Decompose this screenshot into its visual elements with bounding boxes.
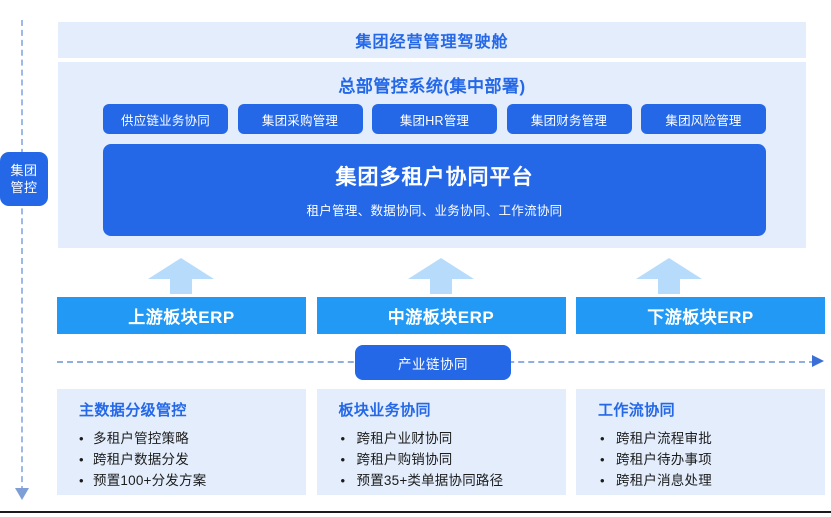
list-item: 跨租户流程审批	[598, 428, 825, 449]
industry-chain-arrow-icon	[812, 355, 824, 367]
erp-box-midstream-label: 中游板块ERP	[387, 308, 495, 327]
module-chip-procurement[interactable]: 集团采购管理	[237, 104, 363, 134]
list-item: 跨租户数据分发	[79, 449, 306, 470]
bottom-divider	[0, 511, 831, 513]
industry-chain-chip: 产业链协同	[355, 345, 511, 380]
module-chip-supply-chain[interactable]: 供应链业务协同	[103, 104, 228, 134]
erp-box-downstream-label: 下游板块ERP	[647, 308, 754, 327]
erp-box-upstream-label: 上游板块ERP	[128, 308, 235, 327]
up-arrow-stem-downstream	[658, 279, 680, 294]
hq-module-row: 供应链业务协同 集团采购管理 集团HR管理 集团财务管理 集团风险管理	[103, 104, 766, 134]
erp-row: 上游板块ERP 中游板块ERP 下游板块ERP	[57, 297, 825, 334]
module-chip-supply-chain-label: 供应链业务协同	[121, 113, 210, 128]
up-arrow-stem-upstream	[170, 279, 192, 294]
cockpit-banner: 集团经营管理驾驶舱	[58, 22, 806, 58]
feature-card-workflow-collab-list: 跨租户流程审批 跨租户待办事项 跨租户消息处理	[598, 428, 825, 491]
module-chip-risk-label: 集团风险管理	[665, 113, 742, 128]
feature-card-master-data-list: 多租户管控策略 跨租户数据分发 预置100+分发方案	[79, 428, 306, 491]
industry-chain-chip-label: 产业链协同	[398, 356, 468, 372]
cockpit-banner-title: 集团经营管理驾驶舱	[355, 34, 509, 51]
group-control-axis-line	[21, 20, 23, 492]
list-item: 预置100+分发方案	[79, 470, 306, 491]
up-arrow-icon-upstream	[148, 258, 214, 294]
hq-control-panel: 总部管控系统(集中部署) 供应链业务协同 集团采购管理 集团HR管理 集团财务管…	[58, 62, 806, 248]
feature-card-business-collab-list: 跨租户业财协同 跨租户购销协同 预置35+类单据协同路径	[339, 428, 566, 491]
up-arrow-head-upstream	[148, 258, 214, 279]
erp-box-midstream[interactable]: 中游板块ERP	[316, 297, 566, 334]
feature-card-workflow-collab-title: 工作流协同	[598, 402, 676, 419]
feature-cards-row: 主数据分级管控 多租户管控策略 跨租户数据分发 预置100+分发方案 板块业务协…	[57, 389, 825, 495]
up-arrow-head-downstream	[636, 258, 702, 279]
module-chip-hr-label: 集团HR管理	[399, 113, 470, 128]
feature-card-business-collab: 板块业务协同 跨租户业财协同 跨租户购销协同 预置35+类单据协同路径	[316, 389, 566, 495]
module-chip-procurement-label: 集团采购管理	[261, 113, 339, 128]
list-item: 预置35+类单据协同路径	[339, 470, 566, 491]
group-control-label-chip: 集团 管控	[0, 152, 48, 206]
erp-box-upstream[interactable]: 上游板块ERP	[57, 297, 306, 334]
feature-card-master-data: 主数据分级管控 多租户管控策略 跨租户数据分发 预置100+分发方案	[57, 389, 306, 495]
list-item: 跨租户购销协同	[339, 449, 566, 470]
multi-tenant-platform-box: 集团多租户协同平台 租户管理、数据协同、业务协同、工作流协同	[103, 144, 766, 236]
up-arrow-icon-downstream	[636, 258, 702, 294]
list-item: 跨租户待办事项	[598, 449, 825, 470]
list-item: 跨租户业财协同	[339, 428, 566, 449]
module-chip-finance[interactable]: 集团财务管理	[506, 104, 632, 134]
erp-box-downstream[interactable]: 下游板块ERP	[576, 297, 825, 334]
multi-tenant-platform-subtitle: 租户管理、数据协同、业务协同、工作流协同	[306, 204, 563, 218]
up-arrow-head-midstream	[408, 258, 474, 279]
feature-card-workflow-collab: 工作流协同 跨租户流程审批 跨租户待办事项 跨租户消息处理	[576, 389, 825, 495]
multi-tenant-platform-title: 集团多租户协同平台	[335, 166, 534, 189]
module-chip-finance-label: 集团财务管理	[530, 113, 608, 128]
group-control-label-line1: 集团	[10, 163, 38, 178]
list-item: 多租户管控策略	[79, 428, 306, 449]
group-control-label-line2: 管控	[10, 180, 38, 195]
group-control-axis-arrow-icon	[15, 488, 29, 500]
up-arrow-stem-midstream	[430, 279, 452, 294]
hq-control-panel-title: 总部管控系统(集中部署)	[338, 77, 526, 96]
module-chip-hr[interactable]: 集团HR管理	[372, 104, 497, 134]
module-chip-risk[interactable]: 集团风险管理	[641, 104, 766, 134]
up-arrow-icon-midstream	[408, 258, 474, 294]
list-item: 跨租户消息处理	[598, 470, 825, 491]
feature-card-business-collab-title: 板块业务协同	[338, 402, 431, 419]
feature-card-master-data-title: 主数据分级管控	[79, 402, 187, 419]
